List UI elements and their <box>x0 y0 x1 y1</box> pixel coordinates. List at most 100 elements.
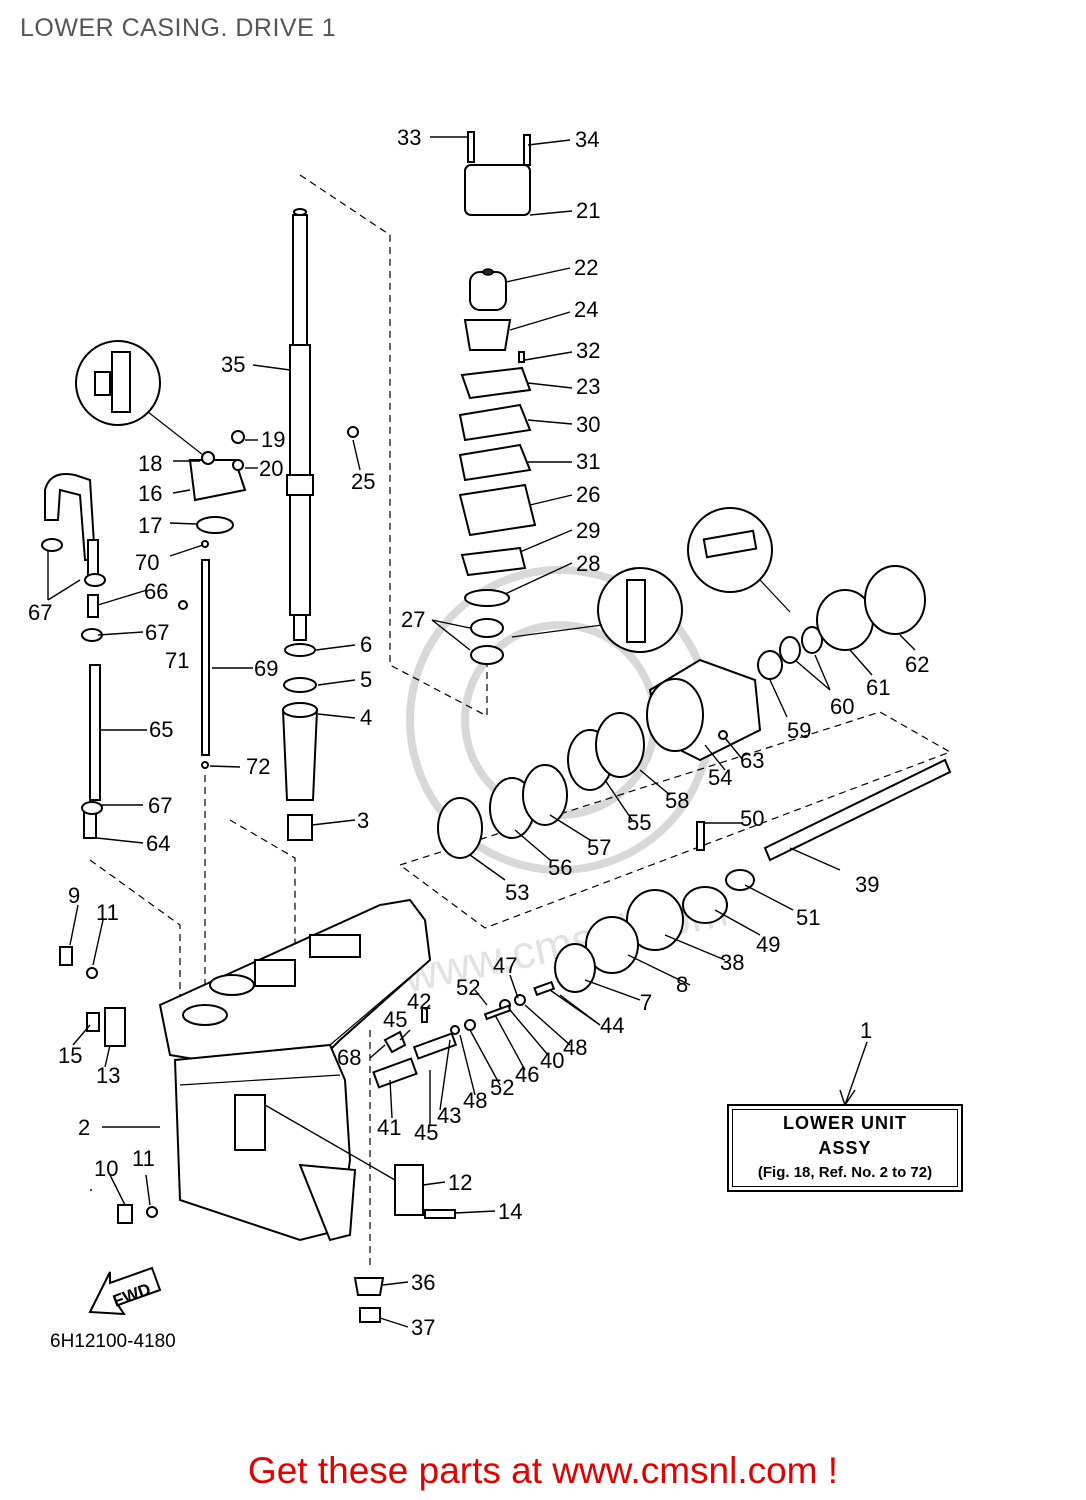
callout-48-right: 48 <box>563 1035 587 1060</box>
callout-61: 61 <box>866 675 890 700</box>
callout-55: 55 <box>627 810 651 835</box>
callout-58: 58 <box>665 788 689 813</box>
callout-42: 42 <box>407 989 431 1014</box>
callout-17: 17 <box>138 513 162 538</box>
callout-35: 35 <box>221 352 245 377</box>
callout-25: 25 <box>351 469 375 494</box>
callout-21: 21 <box>576 198 600 223</box>
callout-22: 22 <box>574 255 598 280</box>
drawing-code: 6H12100-4180 <box>50 1331 176 1352</box>
callout-64: 64 <box>146 831 170 856</box>
callout-24: 24 <box>574 297 598 322</box>
callout-10: 10 <box>94 1156 118 1181</box>
callout-54: 54 <box>708 765 732 790</box>
callout-53: 53 <box>505 880 529 905</box>
callout-12: 12 <box>448 1170 472 1195</box>
water-tube-parts <box>41 473 106 839</box>
callout-69: 69 <box>254 656 278 681</box>
callout-38: 38 <box>720 950 744 975</box>
page-title: LOWER CASING. DRIVE 1 <box>20 14 337 42</box>
callout-67-mid: 67 <box>145 620 169 645</box>
callout-46: 46 <box>515 1062 539 1087</box>
lower-unit-assy-frame: LOWER UNIT ASSY (Fig. 18, Ref. No. 2 to … <box>732 1109 958 1187</box>
callout-45-bottom: 45 <box>414 1120 438 1145</box>
callout-44: 44 <box>600 1013 624 1038</box>
detail-inset-clip <box>75 340 204 456</box>
callout-18: 18 <box>138 451 162 476</box>
callout-3: 3 <box>357 808 369 833</box>
callout-40: 40 <box>540 1048 564 1073</box>
callout-63: 63 <box>740 748 764 773</box>
callout-20: 20 <box>259 456 283 481</box>
callout-52-bottom: 52 <box>490 1075 514 1100</box>
callout-62: 62 <box>905 652 929 677</box>
water-pump-parts <box>347 131 537 665</box>
hose-guide-line <box>89 859 181 1000</box>
callout-8: 8 <box>676 972 688 997</box>
callout-33: 33 <box>397 125 421 150</box>
assy-line-1: LOWER UNIT <box>783 1113 907 1133</box>
callout-52-top: 52 <box>456 975 480 1000</box>
assy-line-3: (Fig. 18, Ref. No. 2 to 72) <box>757 1164 933 1181</box>
callout-23: 23 <box>576 374 600 399</box>
callout-16: 16 <box>138 481 162 506</box>
callout-68: 68 <box>337 1045 361 1070</box>
detail-inset-bearing <box>511 567 683 653</box>
callout-39: 39 <box>855 872 879 897</box>
lower-unit-assy-box: LOWER UNIT ASSY (Fig. 18, Ref. No. 2 to … <box>727 1104 963 1192</box>
callout-45-top: 45 <box>383 1007 407 1032</box>
callout-11-bottom: 11 <box>132 1146 155 1171</box>
callout-43: 43 <box>437 1103 461 1128</box>
propeller-shaft-parts <box>437 565 952 993</box>
callout-57: 57 <box>587 835 611 860</box>
callout-labels: 33 34 21 22 24 32 23 30 31 26 29 28 27 3… <box>28 125 929 1340</box>
callout-71: 71 <box>165 648 189 673</box>
callout-41: 41 <box>377 1115 401 1140</box>
callout-48-left: 48 <box>463 1088 487 1113</box>
shaft-guide-line <box>299 174 486 716</box>
callout-72: 72 <box>246 754 270 779</box>
callout-49: 49 <box>756 932 780 957</box>
callout-19: 19 <box>261 427 285 452</box>
callout-31: 31 <box>576 449 600 474</box>
drive-shaft-part <box>286 208 314 641</box>
callout-70: 70 <box>135 550 159 575</box>
callout-7: 7 <box>640 990 652 1015</box>
leader-lines <box>47 136 916 1328</box>
callout-37: 37 <box>411 1315 435 1340</box>
callout-4: 4 <box>360 705 372 730</box>
callout-14: 14 <box>498 1199 522 1224</box>
callout-29: 29 <box>576 518 600 543</box>
callout-26: 26 <box>576 482 600 507</box>
casing-hardware-parts <box>59 946 456 1323</box>
callout-6: 6 <box>360 632 372 657</box>
callout-56: 56 <box>548 855 572 880</box>
shift-rod-part <box>178 430 247 769</box>
callout-60: 60 <box>830 694 854 719</box>
callout-34: 34 <box>575 127 599 152</box>
callout-13: 13 <box>96 1063 120 1088</box>
callout-50: 50 <box>740 806 764 831</box>
gear-group-frame <box>399 711 952 929</box>
callout-27: 27 <box>401 607 425 632</box>
callout-15: 15 <box>58 1043 82 1068</box>
callout-32: 32 <box>576 338 600 363</box>
promo-link[interactable]: Get these parts at www.cmsnl.com ! <box>247 1450 839 1491</box>
callout-59: 59 <box>787 718 811 743</box>
callout-5: 5 <box>360 667 372 692</box>
assy-line-2: ASSY <box>818 1138 872 1158</box>
callout-11-top: 11 <box>96 900 119 925</box>
shift-linkage-parts <box>372 980 556 1089</box>
callout-67-bottom: 67 <box>148 793 172 818</box>
shaft-bearings <box>281 643 319 841</box>
detail-inset-pin <box>687 507 791 613</box>
callout-2: 2 <box>78 1115 90 1140</box>
callout-9: 9 <box>68 883 80 908</box>
callout-66: 66 <box>144 579 168 604</box>
fwd-arrow-icon: FWD <box>88 1266 162 1316</box>
lower-casing-part <box>158 898 432 1242</box>
callout-30: 30 <box>576 412 600 437</box>
callout-28: 28 <box>576 551 600 576</box>
callout-65: 65 <box>149 717 173 742</box>
